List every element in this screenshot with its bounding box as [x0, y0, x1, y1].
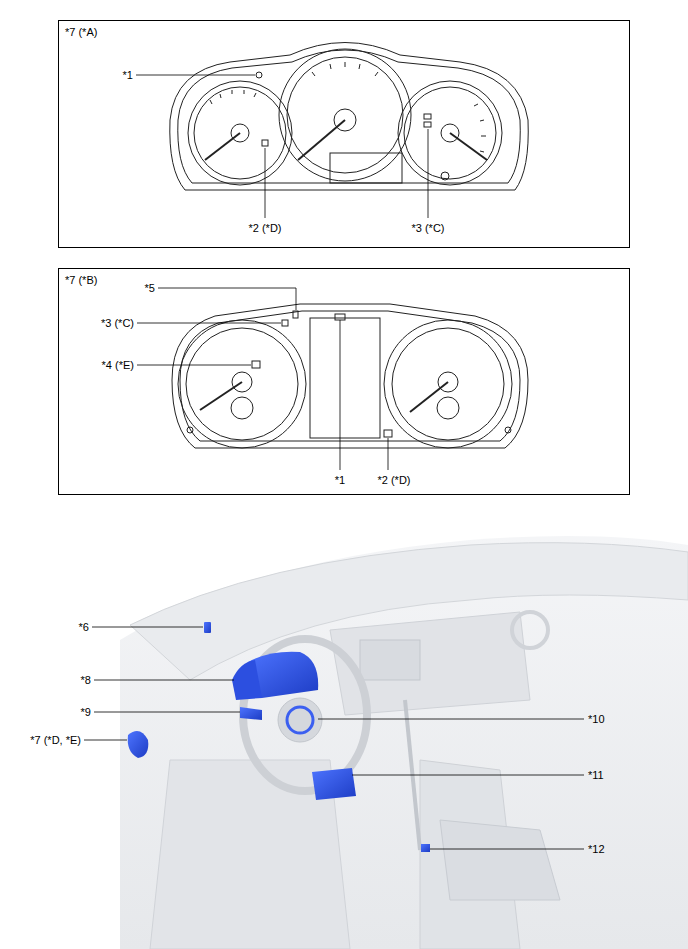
callout-number: *1: [334, 474, 346, 487]
callout-number: *7 (*D, *E): [29, 734, 82, 747]
callout-number: *5: [144, 282, 156, 295]
callout-number: *12: [587, 843, 606, 856]
callout-number: *6: [78, 621, 90, 634]
callout-number: *10: [587, 713, 606, 726]
callout-number: *3 (*C): [100, 317, 135, 330]
figure-panel: *7 (*A): [58, 20, 630, 248]
callout-number: *2 (*D): [247, 222, 282, 235]
callout-number: *8: [80, 674, 92, 687]
callout-number: *9: [80, 706, 92, 719]
callout-number: *11: [587, 769, 605, 782]
panel-heading: *7 (*B): [65, 274, 97, 286]
panel-heading: *7 (*A): [65, 26, 97, 38]
figure-panel: *7 (*B): [58, 268, 630, 495]
callout-number: *4 (*E): [101, 359, 135, 372]
callout-number: *2 (*D): [376, 474, 411, 487]
callout-number: *1: [122, 69, 134, 82]
callout-number: *3 (*C): [410, 222, 445, 235]
